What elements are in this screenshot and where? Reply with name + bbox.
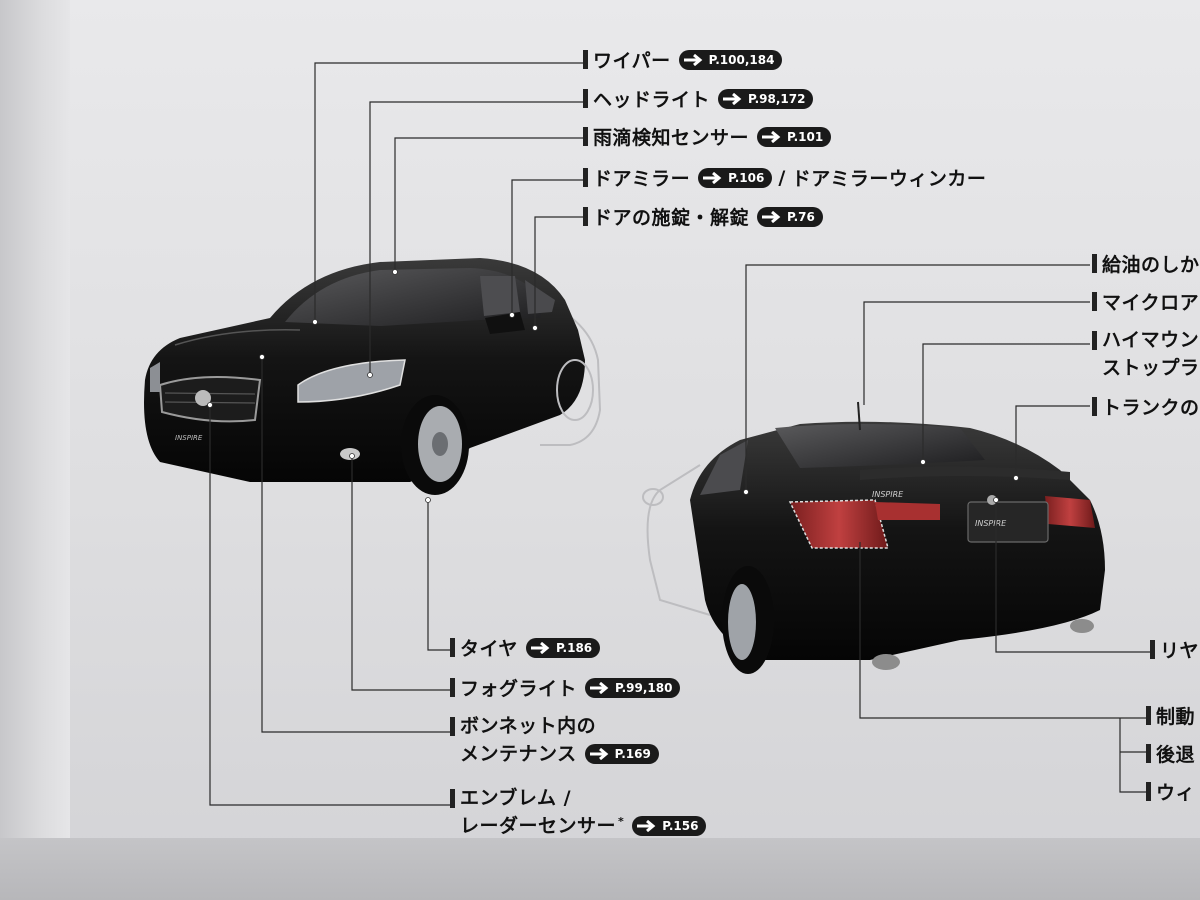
ref-badge-door-mirror[interactable]: P.106 bbox=[698, 167, 773, 188]
page-fold-shadow bbox=[0, 0, 70, 900]
rear-wheel-rim bbox=[728, 584, 756, 660]
ref-badge-emblem[interactable]: P.156 bbox=[632, 816, 707, 836]
label-emblem-line2: レーダーセンサー bbox=[460, 815, 617, 837]
label-high-mount-line2: ストップラ bbox=[1102, 357, 1200, 379]
label-tire-text: タイヤ bbox=[460, 638, 518, 660]
front-car-side-window bbox=[480, 276, 520, 316]
label-reverse-text: 後退 bbox=[1156, 744, 1196, 766]
label-headlight-text: ヘッドライト bbox=[593, 89, 711, 111]
ref-badge-tire[interactable]: P.186 bbox=[525, 637, 601, 658]
label-headlight: ヘッドライト P.98,172 bbox=[583, 85, 814, 112]
ref-badge-bonnet[interactable]: P.169 bbox=[584, 744, 659, 764]
label-emblem-asterisk: * bbox=[618, 815, 625, 828]
front-headlight bbox=[297, 359, 406, 403]
ref-badge-fog-light[interactable]: P.99,180 bbox=[585, 677, 681, 698]
rear-tail-light-center bbox=[875, 502, 940, 520]
label-door-mirror: ドアミラー P.106 / ドアミラーウィンカー bbox=[583, 164, 986, 191]
label-door-mirror-winker: ドアミラーウィンカー bbox=[791, 168, 987, 190]
rear-plate-badge: INSPIRE bbox=[975, 519, 1007, 528]
label-winker-text: ウィ bbox=[1156, 782, 1196, 804]
label-brake: 制動 bbox=[1146, 702, 1195, 729]
rear-exhaust-left bbox=[872, 654, 900, 670]
label-emblem: エンブレム / レーダーセンサー * P.156 bbox=[450, 784, 707, 840]
label-fog-light: フォグライト P.99,180 bbox=[450, 674, 681, 701]
rear-car: INSPIRE INSPIRE bbox=[642, 401, 1105, 674]
front-car-windshield bbox=[285, 268, 545, 326]
label-fuel-text: 給油のしか bbox=[1102, 254, 1200, 276]
label-high-mount: ハイマウン ストップラ bbox=[1092, 326, 1200, 382]
label-brake-text: 制動 bbox=[1156, 706, 1196, 728]
label-door-lock-text: ドアの施錠・解錠 bbox=[593, 207, 750, 229]
leader-dots bbox=[207, 269, 1019, 503]
rear-car-rear-window bbox=[775, 424, 985, 468]
label-rain-sensor-text: 雨滴検知センサー bbox=[593, 127, 750, 149]
label-fuel: 給油のしか bbox=[1092, 250, 1200, 277]
arrow-right-icon bbox=[530, 641, 550, 654]
label-emblem-line1: エンブレム / bbox=[460, 787, 572, 809]
label-wiper-text: ワイパー bbox=[593, 50, 671, 72]
label-trunk-text: トランクの bbox=[1102, 397, 1200, 419]
rear-exhaust-right bbox=[1070, 619, 1094, 633]
label-bonnet-line2: メンテナンス bbox=[460, 743, 577, 765]
arrow-right-icon bbox=[762, 130, 781, 143]
label-antenna: マイクロア bbox=[1092, 288, 1199, 315]
label-reverse: 後退 bbox=[1146, 740, 1195, 767]
page-bottom-edge bbox=[0, 838, 1200, 900]
label-bonnet: ボンネット内の メンテナンス P.169 bbox=[450, 712, 659, 768]
rear-leader-lines bbox=[745, 264, 1150, 793]
rear-tail-light-right bbox=[1045, 496, 1095, 528]
rear-car-body bbox=[690, 421, 1105, 660]
label-rear: リヤ bbox=[1150, 636, 1199, 663]
ref-badge-rain-sensor[interactable]: P.101 bbox=[757, 126, 832, 147]
ref-badge-headlight[interactable]: P.98,172 bbox=[718, 88, 814, 109]
label-winker: ウィ bbox=[1146, 778, 1195, 805]
arrow-right-icon bbox=[762, 210, 781, 223]
ref-badge-wiper[interactable]: P.100,184 bbox=[678, 49, 783, 70]
arrow-right-icon bbox=[589, 748, 608, 760]
label-fog-light-text: フォグライト bbox=[460, 678, 578, 700]
label-bonnet-line1: ボンネット内の bbox=[460, 715, 597, 737]
label-door-lock: ドアの施錠・解錠 P.76 bbox=[583, 203, 823, 230]
arrow-right-icon bbox=[683, 53, 702, 66]
arrow-right-icon bbox=[723, 92, 742, 105]
label-rear-text: リヤ bbox=[1160, 640, 1200, 662]
arrow-right-icon bbox=[637, 820, 656, 832]
label-door-mirror-text: ドアミラー bbox=[593, 168, 691, 190]
label-high-mount-line1: ハイマウン bbox=[1102, 329, 1200, 351]
ref-badge-door-lock[interactable]: P.76 bbox=[757, 206, 823, 227]
rear-tail-light-left bbox=[788, 499, 889, 549]
rear-car-side-window bbox=[700, 440, 748, 495]
label-wiper: ワイパー P.100,184 bbox=[583, 46, 783, 73]
arrow-right-icon bbox=[703, 171, 722, 184]
label-antenna-text: マイクロア bbox=[1102, 292, 1200, 314]
front-car: INSPIRE bbox=[144, 258, 602, 495]
front-headlight-left bbox=[150, 362, 160, 392]
rear-plate-area bbox=[967, 501, 1049, 543]
front-leader-lines bbox=[209, 62, 583, 806]
label-trunk: トランクの bbox=[1092, 393, 1200, 420]
rear-emblem-icon bbox=[987, 495, 997, 505]
front-door-mirror bbox=[485, 312, 525, 334]
label-tire: タイヤ P.186 bbox=[450, 634, 601, 661]
arrow-right-icon bbox=[590, 681, 609, 694]
front-badge: INSPIRE bbox=[175, 434, 203, 442]
label-separator: / bbox=[778, 166, 786, 189]
label-rain-sensor: 雨滴検知センサー P.101 bbox=[583, 123, 832, 150]
rear-badge: INSPIRE bbox=[872, 490, 904, 499]
rear-antenna bbox=[857, 401, 861, 431]
front-emblem-icon bbox=[195, 390, 211, 406]
front-car-rear-window bbox=[525, 280, 555, 314]
